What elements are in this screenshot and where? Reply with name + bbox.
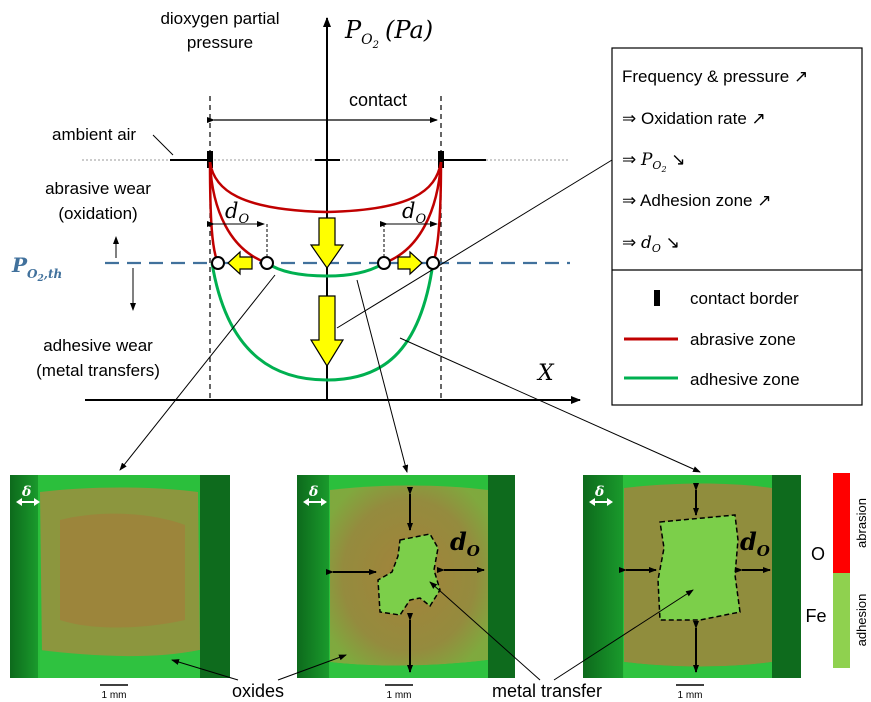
color-scale-top-side-label: abrasion (854, 498, 869, 548)
color-scale-bottom-label: Fe (805, 606, 826, 626)
d-o-left-label: dO (225, 199, 249, 227)
photo-2-delta: δ (308, 484, 318, 500)
yellow-arrow-right (397, 250, 423, 276)
photo-1-delta-marker: δ (16, 484, 40, 506)
d-o-right-label: dO (402, 199, 426, 227)
color-scale: O Fe abrasion adhesion (805, 473, 869, 668)
legend-line-4: ⇒ Adhesion zone ↗ (622, 191, 771, 210)
pointer-to-photo3 (399, 337, 701, 473)
photo-3: dO δ (583, 475, 801, 678)
adhesive-wear-line2: (metal transfers) (36, 361, 160, 380)
ambient-air-pointer (152, 134, 174, 156)
color-scale-bottom (833, 573, 850, 668)
legend-line-2: ⇒ Oxidation rate ↗ (622, 109, 766, 128)
pointer-to-photo1 (119, 274, 276, 471)
pointer-to-photo2 (356, 279, 409, 473)
photo-2-metal-transfer-zone (377, 533, 441, 616)
yellow-arrow-down-top (309, 217, 345, 270)
pointer-legend-to-arrow (336, 159, 613, 329)
yellow-arrow-left (227, 250, 253, 276)
photo-2-d-o-label: dO (450, 527, 480, 560)
photo-3-arrows (619, 483, 771, 673)
adhesive-curve-small (266, 261, 385, 278)
legend-line-1: Frequency & pressure ↗ (622, 67, 808, 86)
photo-3-delta: δ (594, 484, 604, 500)
yellow-arrow-down-bottom (309, 295, 345, 368)
photo-2-delta-marker: δ (303, 484, 327, 506)
abrasive-wear-line1: abrasive wear (45, 179, 151, 198)
photo-1-scale-label: 1 mm (102, 690, 127, 701)
color-scale-top (833, 473, 850, 573)
legend-contact-border-label: contact border (690, 289, 799, 308)
legend-line-5: ⇒ dO ↘ (622, 233, 680, 255)
photo-3-delta-marker: δ (589, 484, 613, 506)
oxides-label: oxides (232, 681, 284, 701)
threshold-label: PO2,th (11, 253, 62, 284)
adhesive-wear-line1: adhesive wear (43, 336, 153, 355)
metal-transfer-label: metal transfer (492, 681, 602, 701)
adhesive-curve-large (210, 262, 435, 382)
color-scale-top-label: O (811, 544, 825, 564)
contact-label: contact (349, 90, 407, 110)
abrasive-curve-large (208, 161, 443, 214)
legend-line-3: ⇒ PO2 ↘ (622, 150, 686, 174)
transition-points (211, 256, 440, 270)
legend-adhesive-label: adhesive zone (690, 370, 800, 389)
photo-3-metal-transfer-zone (657, 514, 741, 621)
y-axis-caption-line2: pressure (187, 33, 253, 52)
y-axis-label: PO2(Pa) (344, 16, 433, 51)
oxides-pointer-1 (171, 659, 239, 681)
ambient-air-label: ambient air (52, 125, 136, 144)
legend-box: Frequency & pressure ↗ ⇒ Oxidation rate … (611, 47, 863, 406)
photo-2-arrows (326, 487, 485, 673)
photo-2-scale-label: 1 mm (387, 690, 412, 701)
photo-3-d-o-label: dO (740, 527, 770, 560)
point-left-inner (260, 256, 274, 270)
legend-box-frame (611, 47, 863, 406)
metal-transfer-pointer-2 (553, 589, 694, 681)
contact-border-marker-left (207, 151, 213, 168)
contact-border-marker-right (438, 151, 444, 168)
abrasive-wear-line2: (oxidation) (58, 204, 137, 223)
photo-1: δ (10, 475, 230, 678)
metal-transfer-pointer-1 (429, 581, 541, 681)
oxides-pointer-2 (277, 654, 347, 681)
legend-contact-border-swatch (654, 290, 660, 306)
color-scale-bottom-side-label: adhesion (854, 594, 869, 647)
legend-abrasive-label: abrasive zone (690, 330, 796, 349)
y-axis-caption-line1: dioxygen partial (160, 9, 279, 28)
x-axis-label: X (536, 361, 555, 386)
point-right-inner (377, 256, 391, 270)
photo-3-scale-label: 1 mm (678, 690, 703, 701)
point-left-outer (211, 256, 225, 270)
yellow-arrows (227, 217, 423, 368)
photo-1-delta: δ (21, 484, 31, 500)
photo-2: dO δ (297, 475, 515, 678)
